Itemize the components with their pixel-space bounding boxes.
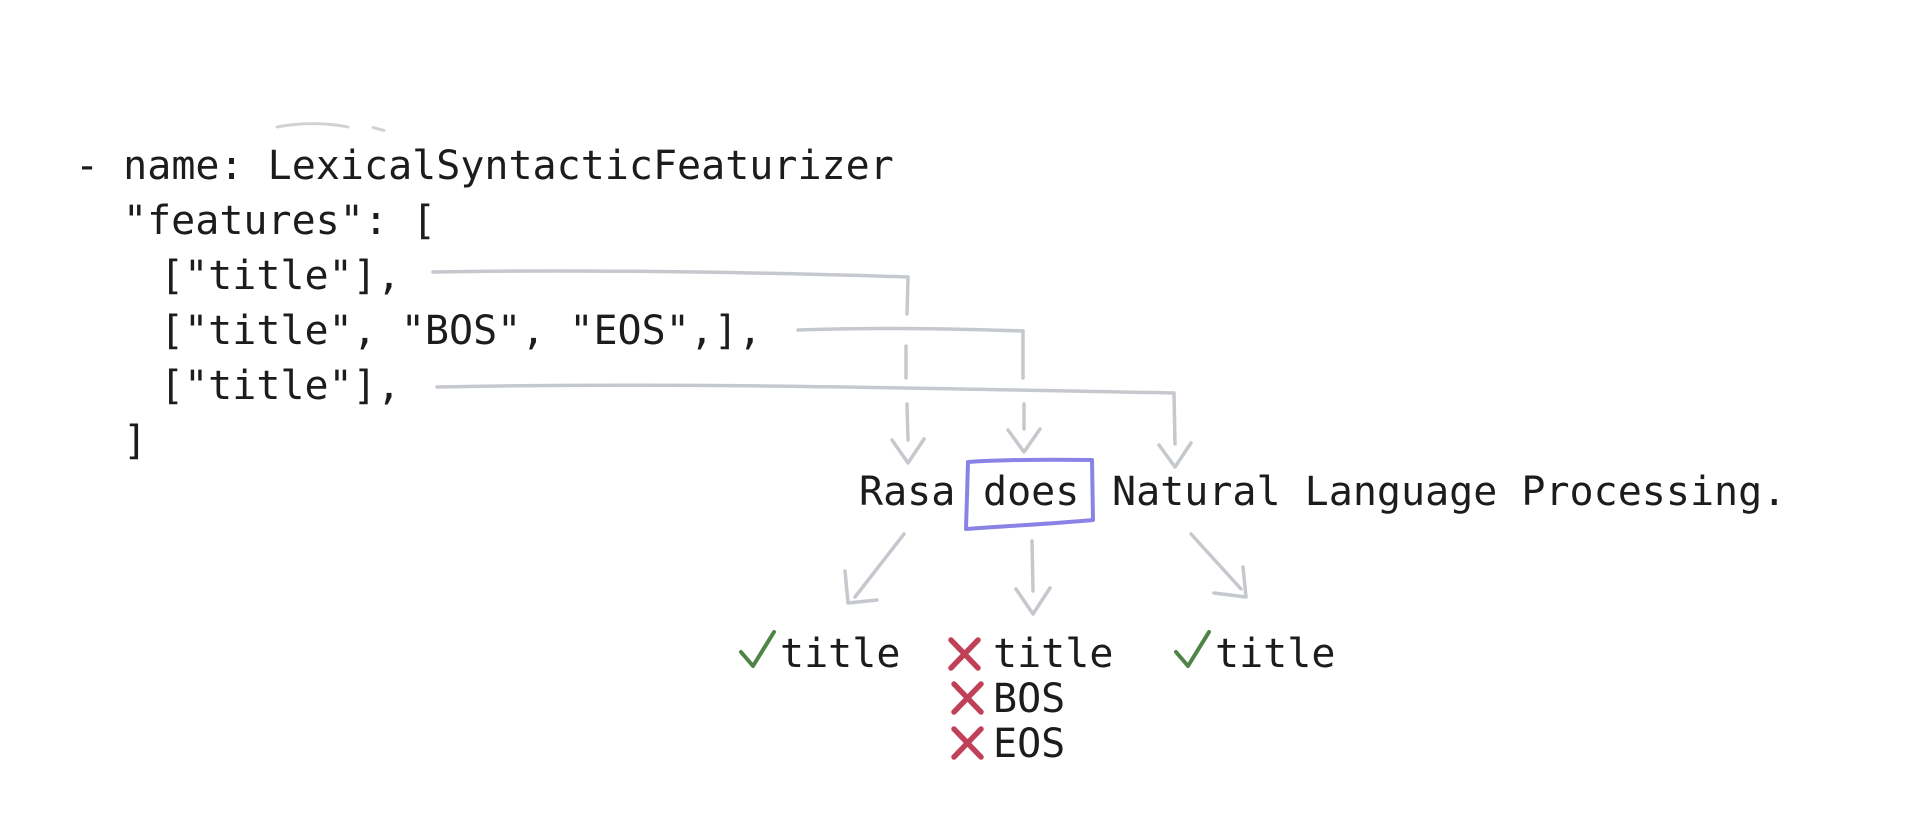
faint-mark-short [371, 126, 386, 132]
connector-feature2-to-does [796, 326, 1042, 454]
code-line-name: - name: LexicalSyntacticFeaturizer [75, 143, 894, 189]
arrowhead-down-left-icon [843, 569, 879, 605]
sentence-word-does: does [983, 469, 1080, 515]
connector-feature3-to-natural [435, 383, 1193, 469]
arrowhead-down-icon [1014, 586, 1052, 616]
arrow-shaft [1030, 539, 1035, 593]
faint-mark-long [275, 122, 350, 129]
result-label-rasa-title: title [780, 631, 901, 677]
result-label-natural-title: title [1215, 631, 1336, 677]
arrowhead-down-icon [1157, 441, 1193, 469]
result-label-does-eos: EOS [993, 721, 1066, 767]
connector-line [435, 383, 1176, 395]
sentence-word-rasa: Rasa [859, 469, 956, 515]
arrow-shaft [1189, 532, 1243, 591]
connector-line [431, 269, 910, 279]
code-line-feature-3: ["title"], [160, 363, 401, 409]
arrowhead-down-icon [890, 437, 926, 465]
result-label-does-title: title [993, 631, 1114, 677]
top-faint-marks [275, 122, 386, 132]
check-icon [1174, 630, 1211, 668]
cross-icon [948, 637, 981, 671]
code-line-features: "features": [ [123, 198, 437, 244]
connector-line [905, 275, 910, 316]
sentence-words-rest: Natural Language Processing. [1112, 469, 1787, 515]
check-marks [739, 630, 1211, 668]
cross-icon [951, 681, 984, 715]
arrowhead-down-right-icon [1212, 565, 1248, 599]
code-line-feature-2: ["title", "BOS", "EOS",], [160, 308, 763, 354]
does-highlight-box [964, 457, 1095, 531]
result-label-does-bos: BOS [993, 676, 1066, 722]
arrowhead-down-icon [1006, 427, 1042, 454]
check-icon [739, 630, 776, 668]
cross-marks [948, 637, 984, 760]
arrow-natural-to-result [1189, 532, 1248, 599]
connector-line [796, 326, 1025, 333]
code-line-close-bracket: ] [123, 418, 148, 464]
code-line-feature-1: ["title"], [160, 253, 401, 299]
cross-icon [951, 726, 984, 760]
arrow-shaft [853, 532, 906, 599]
connector-line [905, 402, 910, 442]
arrow-rasa-to-result [843, 532, 906, 605]
connector-line [1172, 391, 1177, 446]
connector-feature1-to-rasa [431, 269, 926, 465]
arrow-does-to-result [1014, 539, 1052, 616]
